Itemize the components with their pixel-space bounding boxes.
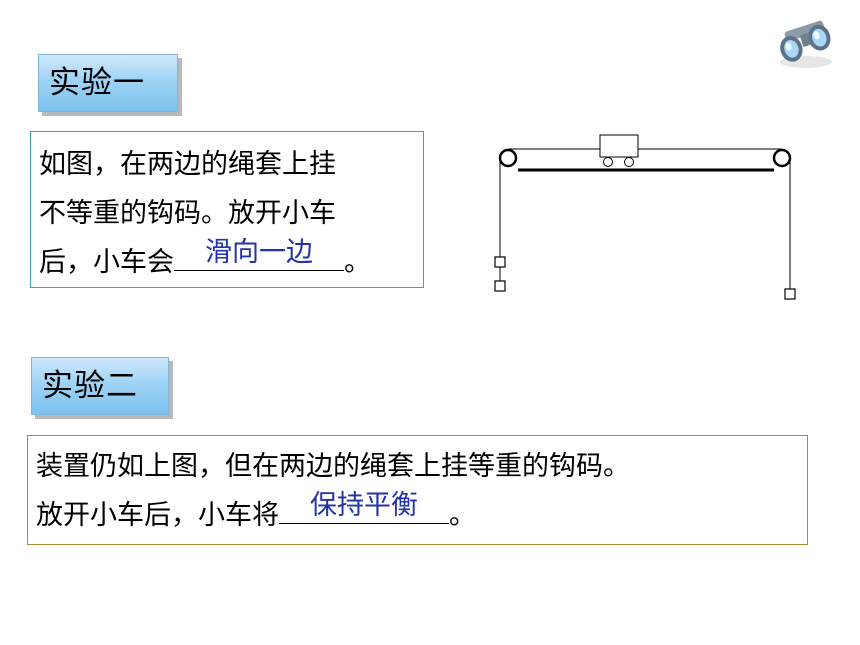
cart-pulley-diagram (494, 134, 796, 300)
experiment1-line3: 后，小车会滑向一边。 (39, 238, 423, 287)
experiment2-title: 实验二 (31, 357, 169, 415)
experiment2-answer-blank: 保持平衡 (279, 490, 449, 524)
binoculars-icon (780, 20, 832, 68)
right-pulley (772, 148, 792, 168)
cart (599, 134, 639, 158)
experiment2-line1: 装置仍如上图，但在两边的绳套上挂等重的钩码。 (36, 451, 630, 482)
experiment2-line2-before: 放开小车后，小车将 (36, 500, 279, 531)
cart-wheel (603, 157, 613, 167)
experiment1-text-box: 如图，在两边的绳套上挂 不等重的钩码。放开小车 后，小车会滑向一边。 (30, 131, 424, 288)
experiment1-line1: 如图，在两边的绳套上挂 (39, 149, 336, 180)
experiment1-line3-after: 。 (344, 247, 371, 278)
experiment2-line2: 放开小车后，小车将保持平衡。 (36, 491, 807, 540)
experiment1-title: 实验一 (38, 54, 178, 112)
experiment2-line2-after: 。 (449, 500, 476, 531)
left-weight (494, 256, 506, 268)
experiment1-line3-before: 后，小车会 (39, 247, 174, 278)
right-weight (784, 288, 796, 300)
experiment2-text-box: 装置仍如上图，但在两边的绳套上挂等重的钩码。 放开小车后，小车将保持平衡。 (27, 435, 808, 545)
experiment1-answer-blank: 滑向一边 (174, 237, 344, 271)
experiment1-line2: 不等重的钩码。放开小车 (39, 198, 336, 229)
experiment2-answer: 保持平衡 (310, 490, 418, 521)
left-pulley (498, 148, 518, 168)
cart-wheel (624, 157, 634, 167)
left-weight (494, 280, 506, 292)
experiment1-answer: 滑向一边 (205, 237, 313, 268)
